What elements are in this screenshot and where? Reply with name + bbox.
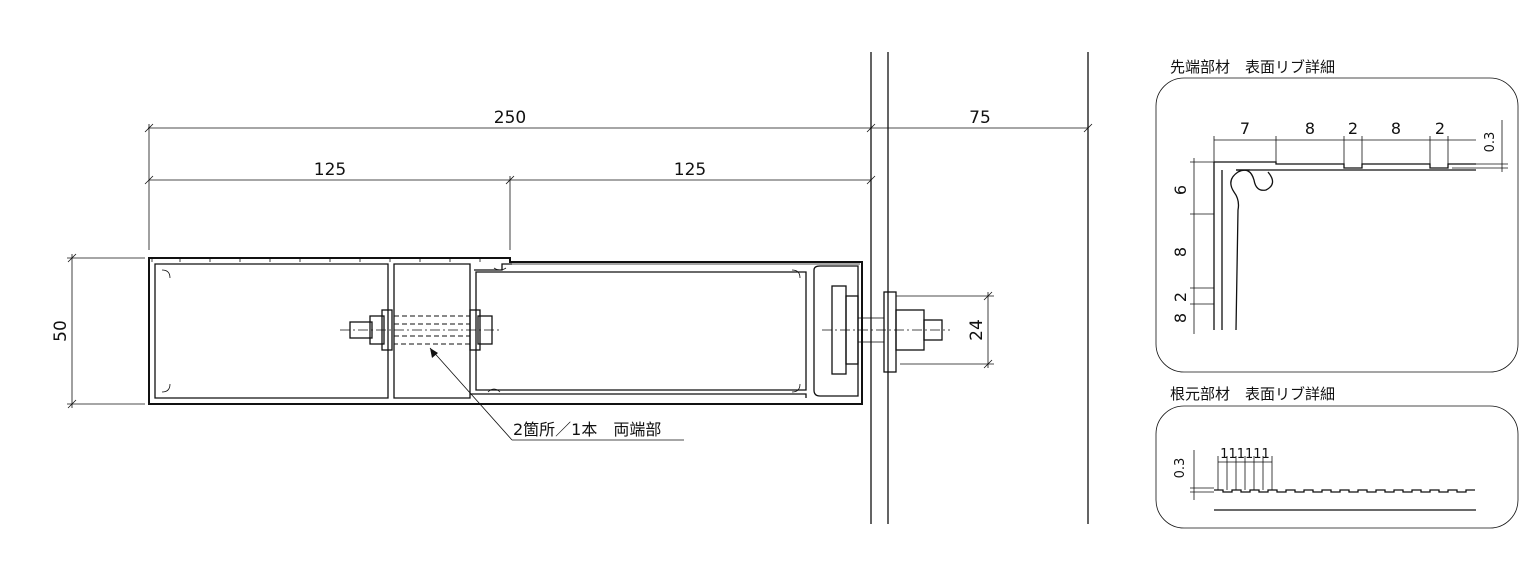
tip-side-dim-1: 8 xyxy=(1171,247,1190,257)
dimension-250: 250 xyxy=(144,108,876,250)
dim-125-right-label: 125 xyxy=(674,160,706,180)
dimension-125-pair: 125 125 xyxy=(144,160,876,250)
tip-side-dim-2: 2 xyxy=(1171,292,1190,302)
detail-base-title: 根元部材 表面リブ詳細 xyxy=(1170,385,1335,403)
aluminium-profile xyxy=(148,257,863,405)
tip-dim-4: 2 xyxy=(1435,119,1445,138)
dim-250-label: 250 xyxy=(494,108,526,128)
detail-base: 根元部材 表面リブ詳細 0.3 111111 xyxy=(1155,385,1519,529)
tip-dim-2: 2 xyxy=(1348,119,1358,138)
detail-base-frame xyxy=(1155,405,1519,529)
wall-lines xyxy=(870,52,1089,524)
callout-text: 2箇所／1本 両端部 xyxy=(513,420,661,439)
detail-tip-title: 先端部材 表面リブ詳細 xyxy=(1170,58,1335,76)
dimension-24: 24 xyxy=(896,291,994,369)
tip-side-dim-3: 8 xyxy=(1171,313,1190,323)
anchor-bolt xyxy=(822,285,950,375)
detail-tip-frame xyxy=(1155,77,1519,373)
dim-50-label: 50 xyxy=(51,320,71,342)
dimension-75: 75 xyxy=(871,108,1093,133)
detail-tip: 先端部材 表面リブ詳細 7 8 2 8 2 0.3 6 8 xyxy=(1155,58,1519,373)
dim-125-left-label: 125 xyxy=(314,160,346,180)
dimension-50: 50 xyxy=(51,253,145,409)
tip-dim-0: 7 xyxy=(1240,119,1250,138)
tip-thickness: 0.3 xyxy=(1483,132,1498,153)
dim-24-label: 24 xyxy=(967,319,987,341)
base-thickness: 0.3 xyxy=(1173,458,1188,479)
tip-side-dim-0: 6 xyxy=(1171,185,1190,195)
base-pitch-dims: 111111 xyxy=(1220,447,1270,462)
tip-dim-3: 8 xyxy=(1391,119,1401,138)
dim-75-label: 75 xyxy=(969,108,991,128)
sleeve-callout: 2箇所／1本 両端部 xyxy=(429,347,684,441)
connecting-bolt xyxy=(340,309,500,351)
tip-dim-1: 8 xyxy=(1305,119,1315,138)
